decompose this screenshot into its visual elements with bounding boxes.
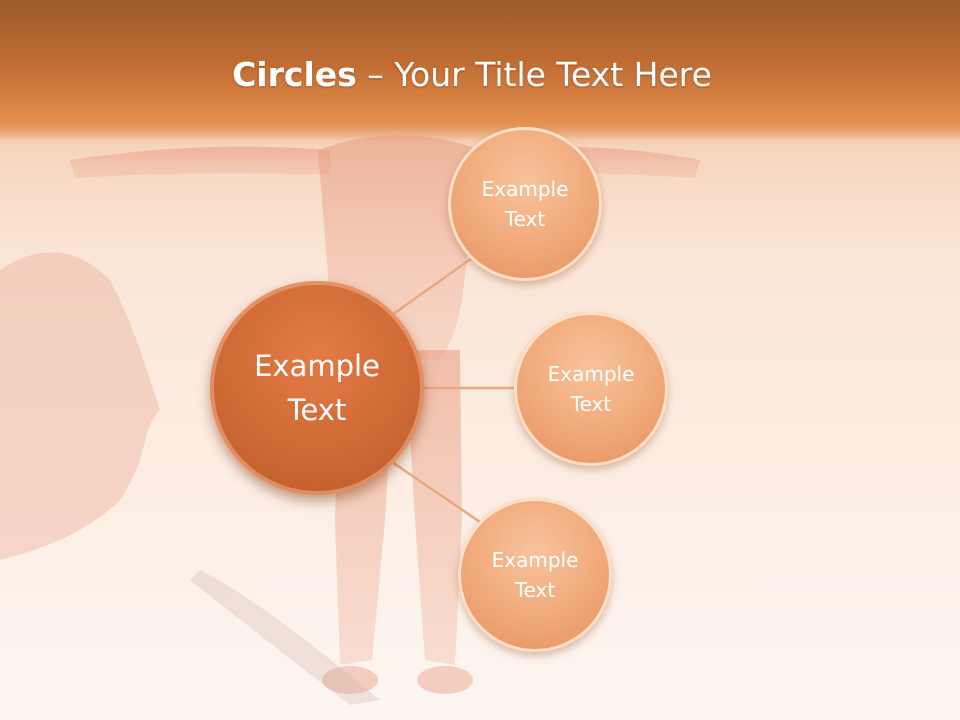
- node-circle-bottom[interactable]: Example Text: [458, 498, 612, 652]
- node-circle-top-label: Example Text: [481, 177, 569, 231]
- connector-top: [391, 256, 473, 317]
- connector-bottom: [391, 460, 481, 524]
- node-circle-bottom-label: Example Text: [491, 548, 579, 602]
- node-circle-middle[interactable]: Example Text: [514, 312, 668, 466]
- center-circle[interactable]: Example Text: [210, 281, 424, 495]
- slide-title-bold: Circles: [232, 55, 357, 94]
- center-circle-label: Example Text: [254, 349, 380, 427]
- slide-title: Circles – Your Title Text Here: [0, 52, 944, 98]
- node-circle-top[interactable]: Example Text: [448, 127, 602, 281]
- title-band: [0, 0, 960, 140]
- slide-title-rest: – Your Title Text Here: [356, 55, 712, 94]
- node-circle-middle-label: Example Text: [547, 362, 635, 416]
